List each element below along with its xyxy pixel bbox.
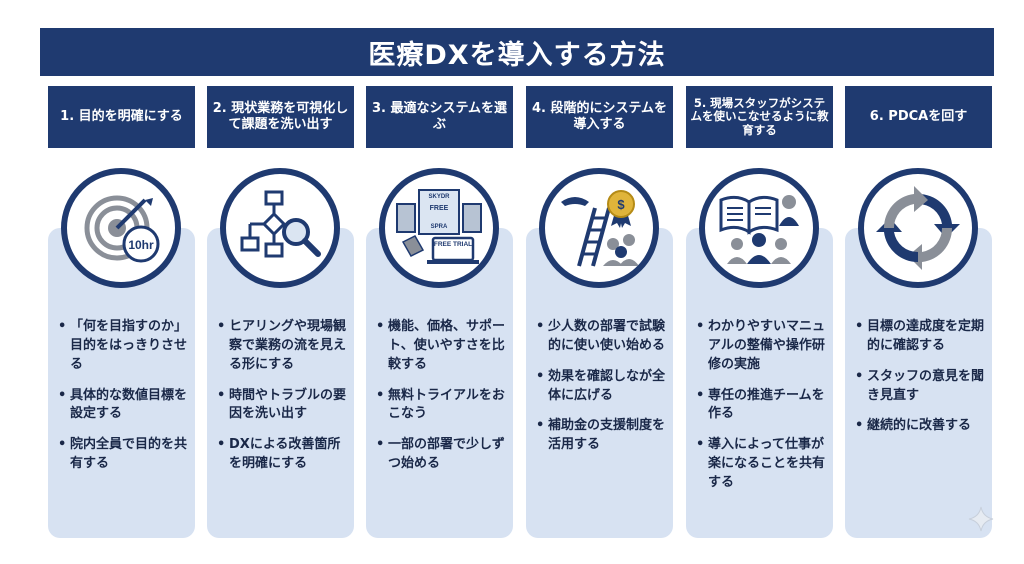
step-2: 2. 現状業務を可視化して課題を洗い出す ヒアリングや現場観察で業務の流を見える… (207, 86, 354, 541)
system-comparison-icon: SKYDR FREE SPRA FREE TRIAL (379, 168, 499, 288)
list-item: 機能、価格、サポート、使いやすさを比較する (376, 318, 506, 375)
step-1: 1. 目的を明確にする 10hr 「何を目指すのか」目的をはっきりさせる 具体的… (48, 86, 195, 541)
list-item: 少人数の部署で試験的に使い使い始める (536, 318, 666, 356)
plan-label: SKYDR (428, 194, 450, 200)
list-item: 目標の達成度を定期的に確認する (855, 318, 985, 356)
list-item: 効果を確認しなが全体に広げる (536, 368, 666, 406)
step-heading: 5. 現場スタッフがシステムを使いこなせるように教育する (686, 86, 833, 148)
step-6: 6. PDCAを回す 目標の達成度を定期的に確認する スタッフの意見を聞き見直す… (845, 86, 992, 541)
bullet-list: 機能、価格、サポート、使いやすさを比較する 無料トライアルをおこなう 一部の部署… (376, 318, 506, 486)
list-item: スタッフの意見を聞き見直す (855, 368, 985, 406)
bullet-list: わかりやすいマニュアルの整備や操作研修の実施 専任の推進チームを作る 導入によっ… (696, 318, 826, 505)
list-item: 院内全員で目的を共有する (58, 436, 188, 474)
training-icon (699, 168, 819, 288)
bullet-list: 目標の達成度を定期的に確認する スタッフの意見を聞き見直す 継続的に改善する (855, 318, 985, 448)
step-heading: 3. 最適なシステムを選ぶ (366, 86, 513, 148)
list-item: 一部の部署で少しずつ始める (376, 436, 506, 474)
trial-label: FREE TRIAL (434, 241, 472, 248)
list-item: 継続的に改善する (855, 417, 985, 436)
step-heading: 4. 段階的にシステムを導入する (526, 86, 673, 148)
bullet-list: 少人数の部署で試験的に使い使い始める 効果を確認しなが全体に広げる 補助金の支援… (536, 318, 666, 467)
ladder-medal-icon: $ (539, 168, 659, 288)
badge-label: 10hr (128, 238, 154, 252)
sparkle-icon (968, 506, 994, 532)
step-heading: 2. 現状業務を可視化して課題を洗い出す (207, 86, 354, 148)
list-item: 補助金の支援制度を活用する (536, 417, 666, 455)
list-item: 「何を目指すのか」目的をはっきりさせる (58, 318, 188, 375)
plan-label: SPRA (431, 224, 448, 230)
page-title: 医療DXを導入する方法 (40, 28, 994, 76)
cycle-arrows-icon (858, 168, 978, 288)
flowchart-magnifier-icon (220, 168, 340, 288)
bullet-list: 「何を目指すのか」目的をはっきりさせる 具体的な数値目標を設定する 院内全員で目… (58, 318, 188, 486)
step-4: 4. 段階的にシステムを導入する $ 少人数の部署で試験的に使い使い始める 効果… (526, 86, 673, 541)
step-heading: 1. 目的を明確にする (48, 86, 195, 148)
step-5: 5. 現場スタッフがシステムを使いこなせるように教育する わかりやすいマニュアル… (686, 86, 833, 541)
plan-label: FREE (430, 205, 449, 212)
target-icon: 10hr (61, 168, 181, 288)
step-3: 3. 最適なシステムを選ぶ SKYDR FREE SPRA FREE TRIAL… (366, 86, 513, 541)
list-item: 専任の推進チームを作る (696, 387, 826, 425)
medal-label: $ (617, 197, 625, 212)
step-heading: 6. PDCAを回す (845, 86, 992, 148)
list-item: 時間やトラブルの要因を洗い出す (217, 387, 347, 425)
list-item: DXによる改善箇所を明確にする (217, 436, 347, 474)
list-item: 無料トライアルをおこなう (376, 387, 506, 425)
list-item: わかりやすいマニュアルの整備や操作研修の実施 (696, 318, 826, 375)
bullet-list: ヒアリングや現場観察で業務の流を見える形にする 時間やトラブルの要因を洗い出す … (217, 318, 347, 486)
list-item: 具体的な数値目標を設定する (58, 387, 188, 425)
list-item: 導入によって仕事が楽になることを共有する (696, 436, 826, 493)
list-item: ヒアリングや現場観察で業務の流を見える形にする (217, 318, 347, 375)
